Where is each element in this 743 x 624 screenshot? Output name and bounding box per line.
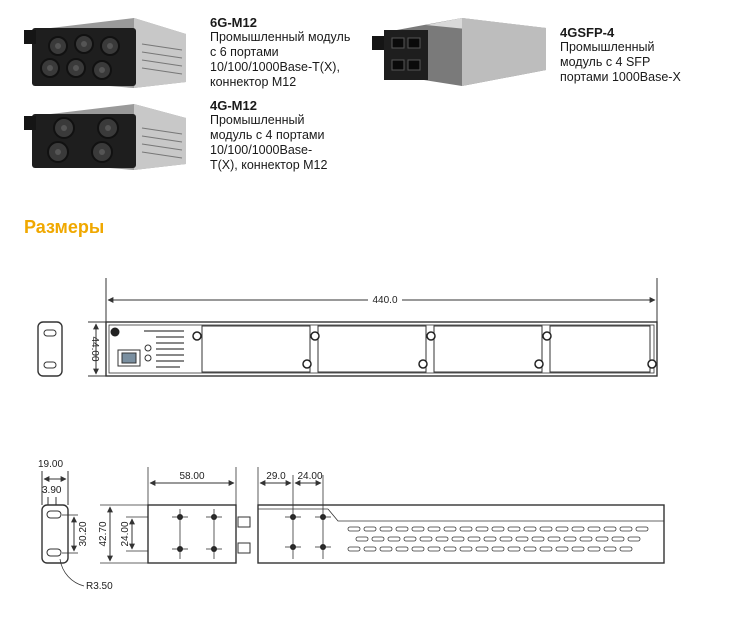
product-desc-line: Промышленный bbox=[560, 40, 655, 54]
dim-side-b: 24.00 bbox=[297, 471, 322, 482]
module-6g-m12-image bbox=[24, 18, 186, 88]
section-title-dimensions: Размеры bbox=[24, 217, 105, 237]
product-desc-line: модуль с 4 портами bbox=[210, 128, 325, 142]
product-desc-line: коннектор M12 bbox=[210, 75, 297, 89]
product-desc-line: T(X), коннектор M12 bbox=[210, 158, 328, 172]
front-view-drawing: 440.0 44.00 bbox=[37, 278, 658, 377]
product-desc-line: портами 1000Base-X bbox=[560, 70, 681, 84]
dim-width-total: 440.0 bbox=[372, 295, 397, 306]
dim-ear-width: 19.00 bbox=[38, 459, 63, 470]
product-desc-line: 10/100/1000Base-T(X), bbox=[210, 60, 340, 74]
dim-ear-slot: 3.90 bbox=[42, 485, 62, 496]
dim-side-length: 58.00 bbox=[179, 471, 204, 482]
product-desc-line: Промышленный модуль bbox=[210, 30, 351, 44]
dim-ear-radius: R3.50 bbox=[86, 581, 113, 592]
module-4g-m12-image bbox=[24, 104, 186, 170]
product-desc-line: с 6 портами bbox=[210, 45, 279, 59]
product-desc-line: модуль с 4 SFP bbox=[560, 55, 651, 69]
dim-side-a: 29.0 bbox=[266, 471, 286, 482]
dim-height-front: 44.00 bbox=[89, 336, 100, 361]
product-desc-line: Промышленный bbox=[210, 113, 305, 127]
product-desc-line: 10/100/1000Base- bbox=[210, 143, 313, 157]
dim-ear-height: 42.70 bbox=[98, 521, 109, 546]
product-6g-m12: 6G-M12 Промышленный модуль с 6 портами 1… bbox=[210, 15, 360, 90]
module-4gsfp-4-image bbox=[372, 18, 546, 86]
product-4g-m12: 4G-M12 Промышленный модуль с 4 портами 1… bbox=[210, 98, 360, 173]
dim-inner-spacing: 24.00 bbox=[120, 521, 131, 546]
product-title: 4G-M12 bbox=[210, 98, 257, 113]
product-4gsfp-4: 4GSFP-4 Промышленный модуль с 4 SFP порт… bbox=[560, 25, 730, 85]
product-title: 6G-M12 bbox=[210, 15, 257, 30]
side-view-drawing: 19.00 3.90 30.20 R3.50 42.70 24.00 58.00 bbox=[38, 459, 665, 592]
dim-ear-hole-spacing: 30.20 bbox=[78, 521, 89, 546]
product-title: 4GSFP-4 bbox=[560, 25, 615, 40]
